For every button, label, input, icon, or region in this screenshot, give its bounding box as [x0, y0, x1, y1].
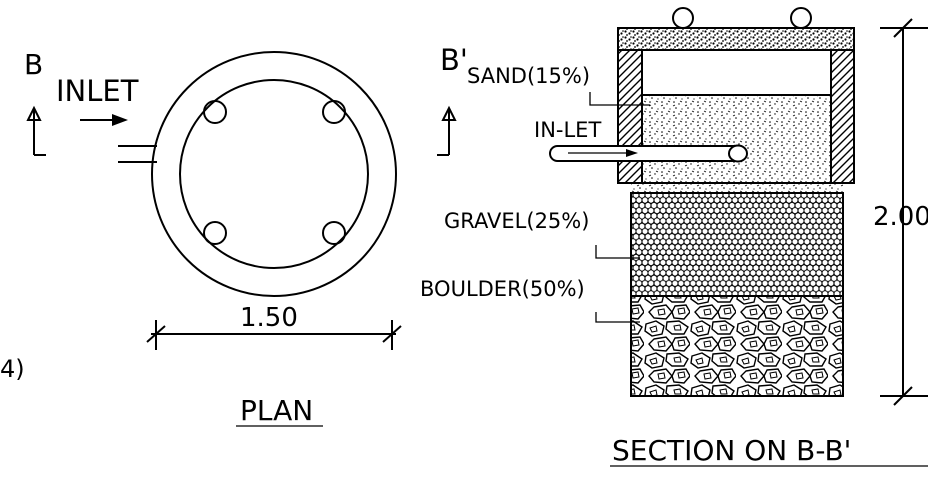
boulder-label: BOULDER(50%): [420, 277, 585, 301]
sand-layer: [641, 94, 832, 184]
free-space: [641, 49, 832, 96]
gravel-leader: [595, 245, 640, 259]
pipe-hole: [322, 100, 346, 124]
boulder-leader: [595, 312, 640, 323]
pipe-hole: [203, 221, 227, 245]
boulder-layer: [630, 295, 844, 397]
pipe-hole: [322, 221, 346, 245]
plan-view: B INLET 1.50 4) PLAN: [0, 48, 402, 427]
right-ring-wall: [830, 49, 855, 184]
plan-dimension-line: [146, 320, 402, 350]
lifting-hook: [790, 7, 812, 29]
inlet-arrow: [80, 114, 128, 126]
section-mark-b-prime: B': [440, 43, 468, 77]
inner-ring: [179, 79, 369, 269]
section-arrow-right: [437, 105, 457, 156]
cut-off-text: 4): [0, 355, 25, 383]
cover-slab: [617, 27, 855, 51]
outer-ring: [151, 51, 397, 297]
section-arrow-left: [26, 105, 46, 156]
section-mark-b: B: [24, 48, 43, 81]
sand-leader: [589, 92, 650, 106]
section-view: B' SAND(15%): [420, 7, 928, 467]
sand-layer-base: [631, 183, 843, 193]
gravel-layer: [630, 192, 844, 297]
section-inlet-label: IN-LET: [534, 118, 601, 142]
lifting-hook: [672, 7, 694, 29]
plan-title: PLAN: [240, 394, 313, 427]
pipe-hole: [203, 100, 227, 124]
left-ring-wall: [617, 49, 643, 184]
sand-label: SAND(15%): [467, 64, 590, 88]
plan-inlet-label: INLET: [56, 74, 139, 108]
section-inlet-pipe: [549, 144, 748, 163]
height-dimension-value: 2.00: [873, 202, 928, 232]
height-dimension-line: [880, 18, 928, 406]
gravel-label: GRAVEL(25%): [444, 209, 589, 233]
plan-dimension-value: 1.50: [240, 303, 298, 333]
section-title: SECTION ON B-B': [612, 434, 851, 467]
inlet-pipe: [118, 145, 157, 163]
